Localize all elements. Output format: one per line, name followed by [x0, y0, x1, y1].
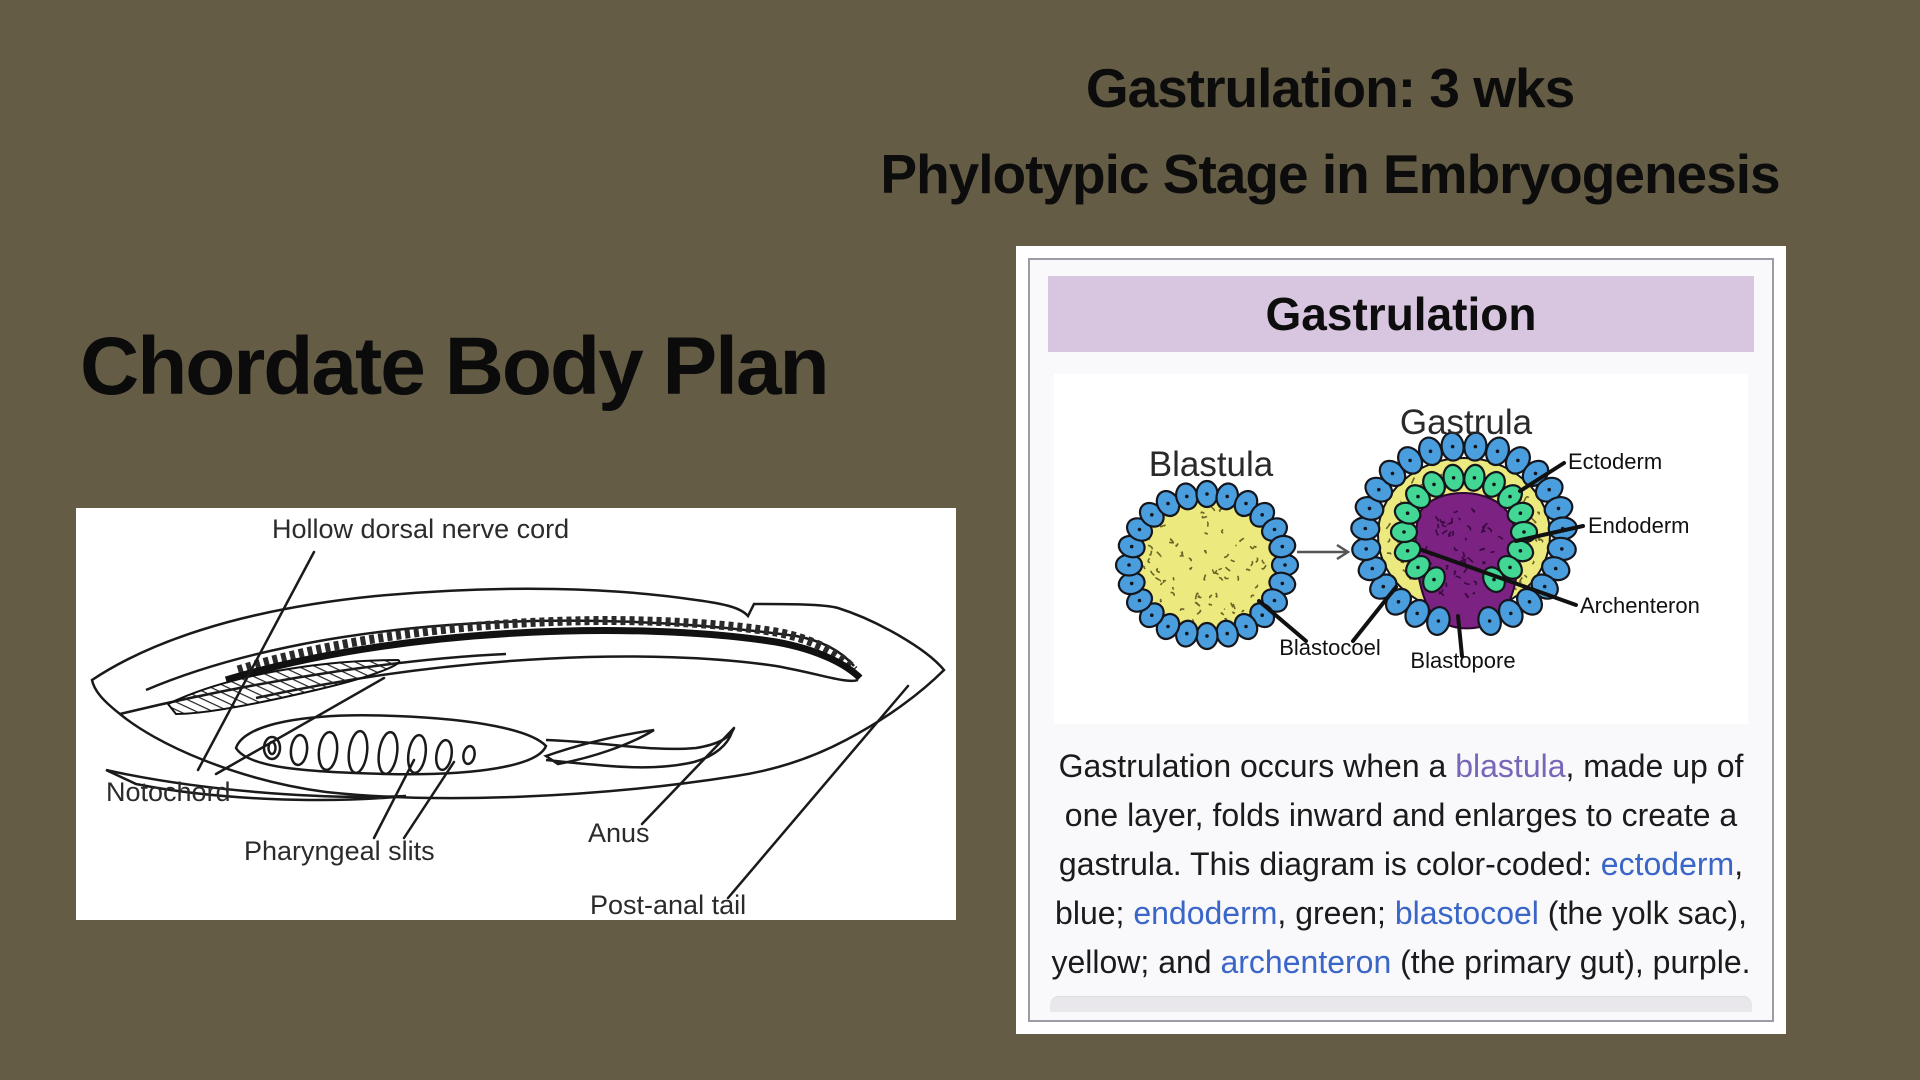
caption-text: (the primary gut), purple. [1391, 944, 1751, 980]
label-notochord: Notochord [106, 777, 231, 807]
caption-link[interactable]: endoderm [1133, 895, 1278, 931]
blastula-cell-ring [1114, 479, 1300, 651]
card-header-title: Gastrulation [1265, 288, 1537, 340]
figure-labels: Hollow dorsal nerve cord Notochord Phary… [106, 514, 746, 920]
label-pharyngeal-slits: Pharyngeal slits [244, 836, 435, 866]
caption-link[interactable]: archenteron [1220, 944, 1392, 980]
blastula-yolk-texture [1142, 506, 1267, 624]
caption-link[interactable]: blastula [1455, 748, 1566, 784]
label-anus: Anus [588, 818, 650, 848]
slide-title: Gastrulation: 3 wks Phylotypic Stage in … [740, 45, 1920, 217]
chordate-diagram: Hollow dorsal nerve cord Notochord Phary… [90, 514, 946, 920]
endoderm-cell-ring [1389, 463, 1539, 594]
caption-link[interactable]: blastocoel [1394, 895, 1539, 931]
caption-text: , blue; [1055, 846, 1744, 931]
label-blastopore: Blastopore [1410, 648, 1515, 673]
card-header: Gastrulation [1048, 276, 1754, 352]
card-inner: Gastrulation [1028, 258, 1774, 1022]
page-title: Chordate Body Plan [80, 321, 830, 412]
diagram-leader-lines [1257, 461, 1585, 658]
caption-text: Gastrulation occurs when a [1058, 748, 1456, 784]
caption-text: , green; [1277, 895, 1395, 931]
label-gastrula: Gastrula [1400, 403, 1533, 442]
label-ectoderm: Ectoderm [1568, 449, 1662, 474]
chordate-figure: Hollow dorsal nerve cord Notochord Phary… [76, 508, 956, 920]
transition-arrow-icon [1297, 543, 1351, 561]
slide-title-line2: Phylotypic Stage in Embryogenesis [880, 143, 1780, 205]
caption-link[interactable]: ectoderm [1600, 846, 1735, 882]
label-hollow-dorsal-nerve-cord: Hollow dorsal nerve cord [272, 514, 569, 544]
label-blastula: Blastula [1149, 445, 1274, 484]
pharynx-pouch [234, 714, 736, 776]
notochord-band [224, 616, 863, 700]
gastrulation-card: Gastrulation [1016, 246, 1786, 1034]
gastrulation-diagram: Blastula Gastrula Ectoderm Endoderm Arch… [1114, 403, 1700, 673]
card-image: Blastula Gastrula Ectoderm Endoderm Arch… [1054, 374, 1748, 724]
caption-text: (the yolk sac), yellow; and [1051, 895, 1747, 980]
label-archenteron: Archenteron [1580, 593, 1700, 618]
label-endoderm: Endoderm [1588, 513, 1690, 538]
figure-leader-lines [196, 550, 910, 900]
label-blastocoel: Blastocoel [1279, 635, 1381, 660]
ventral-fin-shapes [105, 728, 655, 802]
slide-title-line1: Gastrulation: 3 wks [1085, 57, 1575, 119]
nerve-cord-hatched-region [166, 658, 401, 716]
label-post-anal-tail: Post-anal tail [590, 890, 746, 920]
card-caption: Gastrulation occurs when a blastula, mad… [1051, 742, 1751, 987]
caption-text: , made up of one layer, folds inward and… [1058, 748, 1744, 882]
card-footer-strip [1050, 996, 1752, 1012]
pharyngeal-slit-ovals [262, 729, 476, 776]
